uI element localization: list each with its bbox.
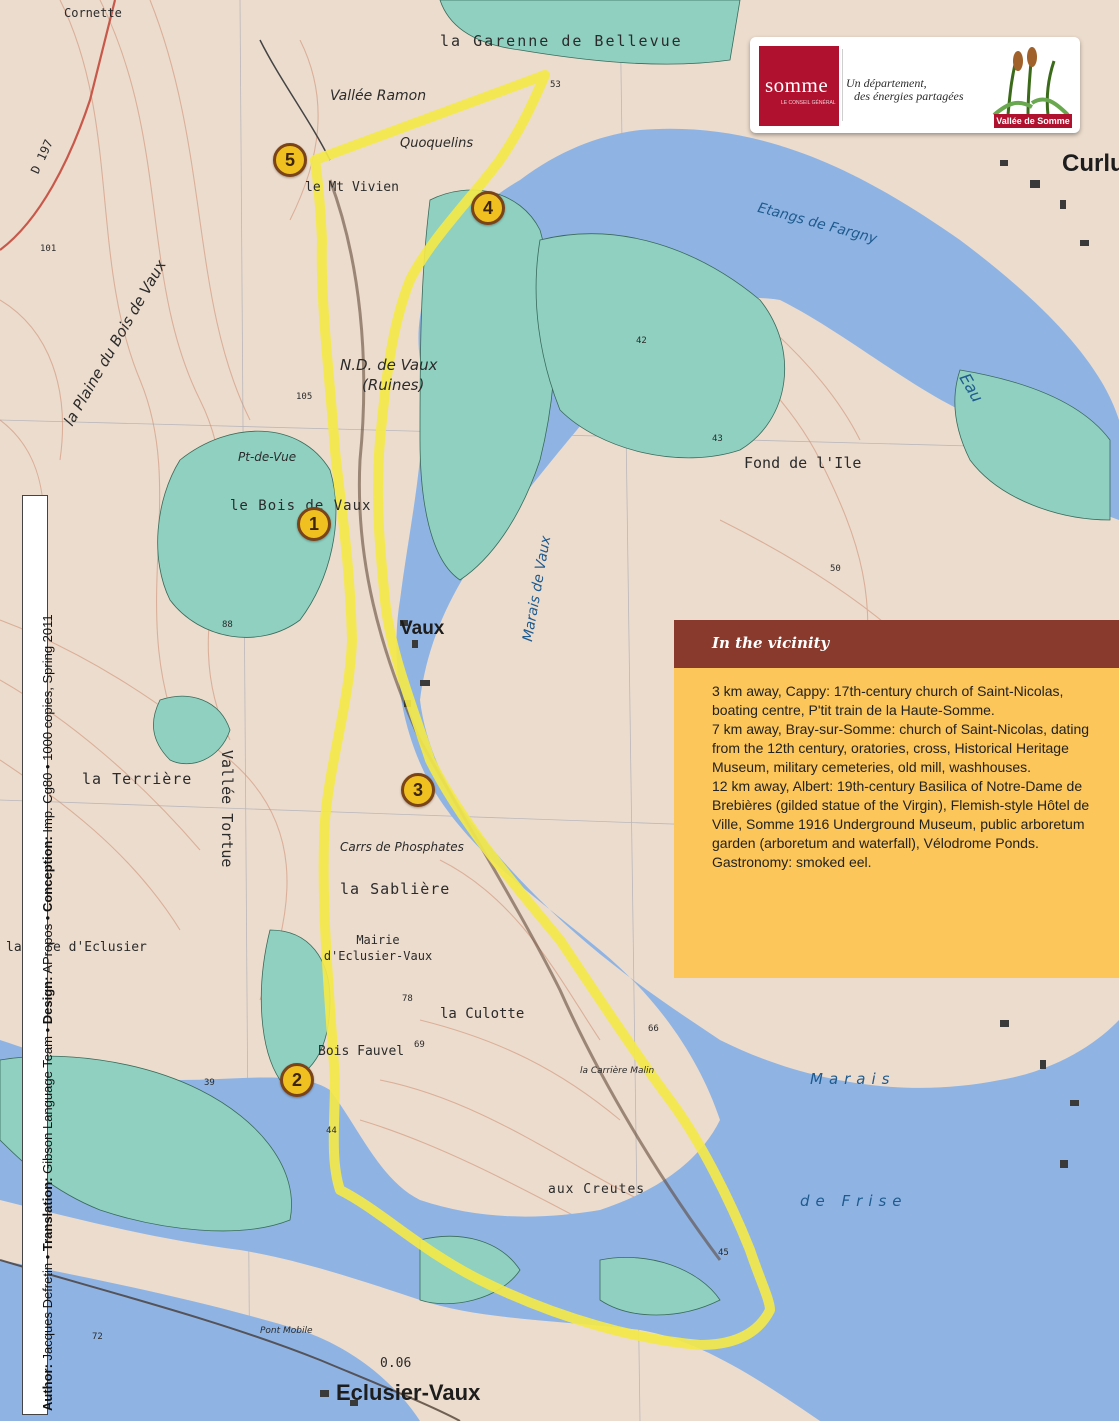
label-la-culotte: la Culotte: [440, 1006, 525, 1022]
tagline: Un département, des énergies partagées: [846, 77, 964, 103]
elevation-45: 45: [718, 1248, 729, 1258]
label-vallee-ramon: Vallée Ramon: [330, 88, 427, 104]
label-pt-de-vue: Pt-de-Vue: [238, 450, 297, 464]
somme-wordmark: somme: [765, 73, 829, 97]
vicinity-title: In the vicinity: [712, 634, 830, 652]
label-vaux: Vaux: [400, 618, 445, 639]
label-carrs-phosphates: Carrs de Phosphates: [340, 840, 464, 854]
label-pont-mobile: Pont Mobile: [260, 1326, 313, 1336]
credits-design: APropos •: [40, 912, 55, 977]
vicinity-gastronomy: Gastronomy: smoked eel.: [712, 854, 872, 870]
credits-translation-label: Translation:: [40, 1177, 55, 1252]
vicinity-albert: 12 km away, Albert: 19th-century Basilic…: [712, 778, 1090, 851]
label-bois-de-vaux: le Bois de Vaux: [230, 498, 372, 514]
sponsor-logos: somme LE CONSEIL GÉNÉRAL Un département,…: [750, 37, 1080, 133]
credits-text: Author: Jacques Defretin • Translation: …: [35, 495, 61, 1411]
elevation-50: 50: [830, 564, 841, 574]
vicinity-cappy: 3 km away, Cappy: 17th-century church of…: [712, 683, 1064, 718]
credits-conception-label: Conception:: [40, 836, 55, 913]
label-marais: Marais: [810, 1070, 896, 1088]
vallee-de-somme-label: Vallée de Somme: [994, 114, 1072, 128]
credits-conception: Imp. Cg80 • 1000 copies, Spring 2011: [40, 614, 55, 837]
route-marker-2: 2: [280, 1063, 314, 1097]
label-fond-ile: Fond de l'Ile: [744, 454, 862, 472]
route-marker-3: 3: [401, 773, 435, 807]
label-nd-vaux: N.D. de Vaux: [340, 356, 438, 374]
label-mt-vivien: le Mt Vivien: [305, 180, 399, 195]
elevation-44: 44: [326, 1126, 337, 1136]
vicinity-bray: 7 km away, Bray-sur-Somme: church of Sai…: [712, 721, 1090, 775]
tagline-line-2: des énergies partagées: [854, 89, 964, 103]
label-bois-fauvel: Bois Fauvel: [318, 1044, 405, 1059]
elevation-42: 42: [636, 336, 647, 346]
elevation-66: 66: [648, 1024, 659, 1034]
label-ruines: (Ruines): [362, 376, 425, 394]
label-la-carriere: la Carrière Malin: [580, 1066, 655, 1076]
label-la-terriere: la Terrière: [82, 770, 193, 788]
vicinity-header: In the vicinity: [674, 620, 1119, 668]
route-marker-4: 4: [471, 191, 505, 225]
route-marker-1: 1: [297, 507, 331, 541]
elevation-101: 101: [40, 244, 57, 254]
label-quoquelins: Quoquelins: [400, 136, 474, 151]
label-cornette: Cornette: [64, 6, 122, 20]
elevation-39: 39: [204, 1078, 215, 1088]
elevation-43: 43: [712, 434, 723, 444]
label-mairie: Mairie d'Eclusier-Vaux: [323, 933, 433, 963]
hiking-route: [310, 70, 775, 1350]
elevation-69: 69: [414, 1040, 425, 1050]
tagline-line-1: Un département,: [846, 76, 927, 90]
elevation-105: 105: [296, 392, 313, 402]
elevation-53: 53: [550, 80, 561, 90]
logo-divider: [842, 49, 843, 121]
elevation-78: 78: [402, 994, 413, 1004]
credits-author: Jacques Defretin •: [40, 1251, 55, 1365]
label-aux-creutes: aux Creutes: [548, 1182, 646, 1197]
somme-logo: somme LE CONSEIL GÉNÉRAL: [759, 46, 839, 126]
label-garenne: la Garenne de Bellevue: [440, 32, 683, 50]
somme-sub: LE CONSEIL GÉNÉRAL: [781, 100, 836, 106]
label-curlu: Curlu: [1062, 150, 1119, 177]
elevation-72: 72: [92, 1332, 103, 1342]
route-marker-5: 5: [273, 143, 307, 177]
label-frise: de Frise: [800, 1192, 908, 1210]
label-vallee-tortue: Vallée Tortue: [218, 750, 236, 868]
vicinity-panel: In the vicinity 3 km away, Cappy: 17th-c…: [674, 620, 1119, 978]
label-la-sabliere: la Sablière: [340, 880, 451, 898]
elevation-88: 88: [222, 620, 233, 630]
credits-translation: Gibson Language Team •: [40, 1024, 55, 1178]
elevation-0-06: 0.06: [380, 1356, 412, 1371]
label-eclusier-vaux: Eclusier-Vaux: [336, 1380, 481, 1405]
credits-design-label: Design:: [40, 976, 55, 1025]
vicinity-body: 3 km away, Cappy: 17th-century church of…: [712, 682, 1112, 872]
vallee-de-somme-reeds-icon: [992, 47, 1070, 117]
credits-author-label: Author:: [40, 1364, 55, 1411]
credits-frame: [22, 495, 48, 1415]
